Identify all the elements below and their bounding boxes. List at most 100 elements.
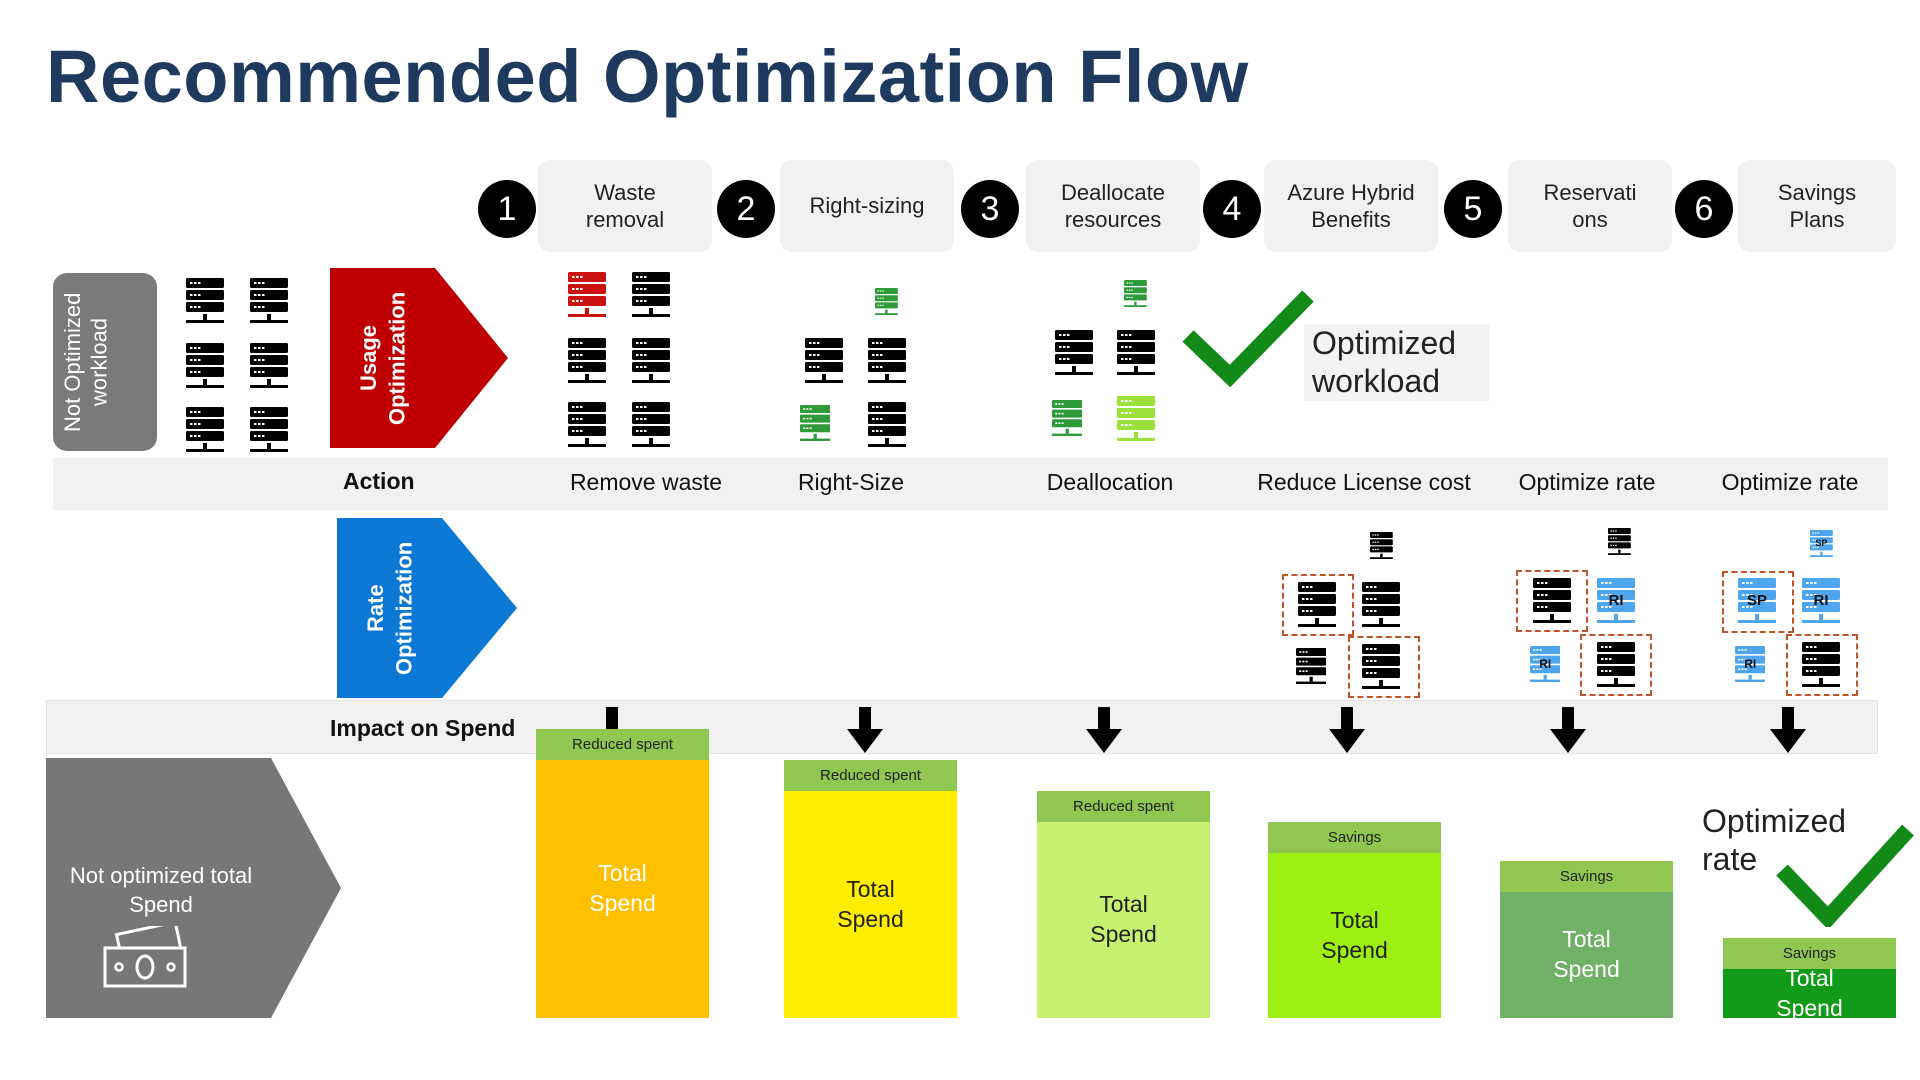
server-icon <box>1117 396 1155 449</box>
bar-reduction-label: Reduced spent <box>1037 791 1210 822</box>
optimized-rate-label: Optimized rate <box>1702 803 1847 878</box>
bar-total-spend-label: Total Spend <box>1090 891 1157 947</box>
server-icon <box>186 343 224 396</box>
highlight-box <box>1516 570 1588 632</box>
server-icon <box>1802 642 1840 695</box>
step-box: Right-sizing <box>780 160 954 252</box>
server-icon <box>632 272 670 325</box>
server-icon <box>632 338 670 391</box>
server-icon <box>250 278 288 331</box>
server-icon: RI <box>1802 578 1840 631</box>
down-arrow-icon <box>1550 707 1586 758</box>
bar-total-spend: Total Spend <box>1037 822 1210 1018</box>
step-number: 6 <box>1675 180 1733 238</box>
server-icon: SP <box>1738 578 1776 631</box>
server-icon <box>1296 648 1327 691</box>
server-badge: SP <box>1815 538 1828 549</box>
usage-optimization-label: Usage Optimization <box>356 291 410 425</box>
not-optimized-workload-box: Not Optimized workload <box>53 273 157 451</box>
bar-total-spend-label: Total Spend <box>1321 906 1388 963</box>
usage-optimization-arrow: Usage Optimization <box>330 268 510 448</box>
checkmark-icon <box>1776 822 1916 932</box>
down-arrow-icon <box>1086 707 1122 758</box>
step-number: 4 <box>1203 180 1261 238</box>
action-item: Optimize rate <box>1721 469 1859 495</box>
checkmark-icon <box>1180 288 1315 393</box>
not-optimized-workload-label: Not Optimized workload <box>60 292 112 432</box>
server-badge: RI <box>1608 592 1624 609</box>
bar-total-spend-label: Total Spend <box>837 875 904 932</box>
server-badge: SP <box>1746 592 1767 609</box>
bar-reduction-label: Savings <box>1723 938 1896 969</box>
rate-optimization-arrow: Rate Optimization <box>337 518 517 698</box>
step-label: Right-sizing <box>809 193 925 219</box>
highlight-box <box>1722 571 1794 633</box>
action-label: Action <box>343 468 415 494</box>
rate-optimization-label: Rate Optimization <box>363 541 417 675</box>
highlight-box <box>1282 574 1354 636</box>
server-icon <box>250 407 288 460</box>
bar-total-spend: Total Spend <box>1268 853 1441 1018</box>
step-box: Deallocate resources <box>1026 160 1200 252</box>
server-icon <box>875 288 898 322</box>
down-arrow-icon <box>847 707 883 758</box>
page-title: Recommended Optimization Flow <box>46 35 1249 118</box>
step-box: Waste removal <box>538 160 712 252</box>
bar-reduction-label: Reduced spent <box>784 760 957 791</box>
server-badge: RI <box>1539 657 1552 672</box>
highlight-box <box>1348 636 1420 698</box>
server-icon: RI <box>1530 646 1561 689</box>
server-icon <box>632 402 670 455</box>
server-icon <box>1533 578 1571 631</box>
server-icon <box>1597 642 1635 695</box>
server-icon <box>1052 400 1083 443</box>
step-label: Reservati ons <box>1543 179 1637 233</box>
not-optimized-spend-label: Not optimized total Spend <box>69 863 253 917</box>
server-icon <box>186 407 224 460</box>
step-number: 1 <box>478 180 536 238</box>
optimized-workload-label: Optimized workload <box>1304 324 1490 401</box>
impact-label: Impact on Spend <box>330 715 516 741</box>
server-icon <box>868 402 906 455</box>
not-optimized-spend-arrow: Not optimized total Spend <box>46 758 346 1018</box>
highlight-box <box>1580 634 1652 696</box>
step-box: Savings Plans <box>1738 160 1896 252</box>
server-icon <box>1608 528 1631 562</box>
step-number: 5 <box>1444 180 1502 238</box>
step-box: Azure Hybrid Benefits <box>1264 160 1438 252</box>
bar-total-spend: Total Spend <box>784 791 957 1018</box>
money-icon <box>101 920 191 995</box>
server-icon <box>868 338 906 391</box>
server-icon <box>1362 644 1400 697</box>
server-icon <box>800 405 831 448</box>
step-number: 3 <box>961 180 1019 238</box>
server-icon <box>805 338 843 391</box>
step-label: Deallocate resources <box>1061 179 1165 233</box>
action-band <box>53 458 1888 510</box>
highlight-box <box>1786 634 1858 696</box>
server-icon <box>250 343 288 396</box>
down-arrow-icon <box>1770 707 1806 758</box>
server-icon <box>1124 280 1147 314</box>
bar-total-spend: Total Spend <box>1500 892 1673 1018</box>
bar-reduction-label: Reduced spent <box>536 729 709 760</box>
step-label: Azure Hybrid Benefits <box>1287 179 1415 233</box>
bar-total-spend-label: Total Spend <box>1776 964 1843 1021</box>
server-icon <box>1362 582 1400 635</box>
server-icon: RI <box>1735 646 1766 689</box>
server-badge: RI <box>1813 592 1829 609</box>
action-item: Deallocation <box>1046 469 1174 495</box>
down-arrow-icon <box>1329 707 1365 758</box>
server-icon: RI <box>1597 578 1635 631</box>
server-icon <box>1117 330 1155 383</box>
action-item: Right-Size <box>797 469 905 495</box>
bar-reduction-label: Savings <box>1500 861 1673 892</box>
server-icon: SP <box>1810 530 1833 564</box>
bar-total-spend: Total Spend <box>1723 965 1896 1021</box>
